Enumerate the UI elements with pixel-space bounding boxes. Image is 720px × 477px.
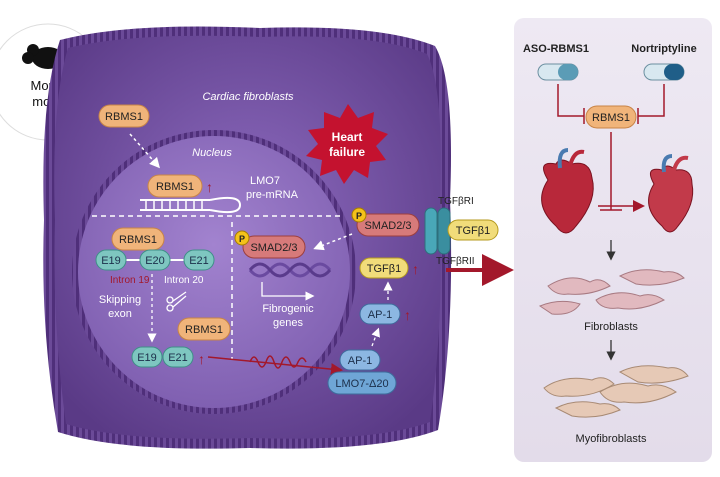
phospho-nuclear-label: P [239,234,245,244]
smad-import-arrow [313,233,353,251]
recovered-heart-icon [648,154,694,233]
ap1-up-arrow: ↑ [404,307,411,323]
myofibroblasts-label: Myofibroblasts [576,433,647,445]
ap1-upper-label: AP-1 [368,309,392,321]
ap1-lower-label: AP-1 [348,355,372,367]
rbms1-lower-label: RBMS1 [185,324,223,336]
rbms1-splicing-label: RBMS1 [119,234,157,246]
fibroblast-cells-icon [538,269,685,315]
tgfb1-up-arrow: ↑ [412,261,419,277]
mrna-wave-icon [249,355,307,369]
smad-membrane: SMAD2/3 P [351,207,420,237]
exon-e21-label: E21 [189,255,209,267]
ap1-lower: AP-1 [339,349,381,371]
fibrogenic-label-line2: genes [273,317,303,329]
smad-membrane-label: SMAD2/3 [364,220,411,232]
spliced-up-arrow: ↑ [198,351,205,367]
phospho-nuclear-icon [234,230,250,246]
therapy-panel [514,18,712,462]
lmo7-d20: LMO7-Δ20 [327,371,397,395]
pre-mrna-label-line2: pre-mRNA [246,189,299,201]
skipping-label-line1: Skipping [99,294,141,306]
phospho-membrane-icon [351,207,367,223]
nucleus-label: Nucleus [192,147,232,159]
rbms1-nuclear-label: RBMS1 [156,181,194,193]
tgfb1-ligand-label: TGFβ1 [456,225,490,237]
complex-to-ap1-arrow [371,327,380,347]
heart-failure-line2: failure [329,145,365,159]
heart-failure-line1: Heart [332,130,363,144]
tgfbr1-label: TGFβRI [438,196,474,207]
transcription-arrow [261,282,315,301]
exon-e19-label: E19 [101,255,121,267]
dna-helix-icon [248,262,332,278]
rbms1-nuclear: RBMS1 [147,174,203,198]
tgfb1-cytoplasm-label: TGFβ1 [367,263,401,275]
scissors-icon [166,291,187,312]
myofibroblast-cells-icon [543,365,689,418]
rbms1-import-arrow [129,133,160,169]
spliced-e19: E19 [131,346,163,368]
rbms1-inhibition [600,132,622,211]
exon-e19: E19 [95,249,127,271]
exon-e20-label: E20 [145,255,165,267]
aso-label: ASO-RBMS1 [523,43,589,55]
rbms1-cytoplasm-label: RBMS1 [105,111,143,123]
failing-heart-icon [541,148,594,234]
tgfb-receptor-complex [424,207,451,255]
spliced-e21-label: E21 [168,352,188,364]
fibroblasts-label: Fibroblasts [584,321,638,333]
intron-20-label: Intron 20 [164,275,204,286]
fibrogenic-label-line1: Fibrogenic [262,303,314,315]
pre-mrna-label-line1: LMO7 [250,175,280,187]
cell-title: Cardiac fibroblasts [202,91,294,103]
inhibition-lines [557,84,665,124]
aso-pill-icon [537,63,579,81]
tgfbr1-shape [424,207,438,255]
exon-e20: E20 [139,249,171,271]
lmo7-d20-label: LMO7-Δ20 [335,378,388,390]
rbms1-lower: RBMS1 [177,317,231,341]
pre-mrna-structure [140,196,242,214]
nortriptyline-label: Nortriptyline [631,43,696,55]
spliced-e19-label: E19 [137,352,157,364]
smad-nuclear: SMAD2/3 P [234,230,306,259]
heart-failure-burst: Heart failure [306,104,388,184]
nortriptyline-pill-icon [643,63,685,81]
tgfb1-cytoplasm: TGFβ1 [359,257,409,279]
exon-e21: E21 [183,249,215,271]
ap1-upper: AP-1 [359,303,401,325]
intron-19-label: Intron 19 [110,275,150,286]
rbms1-cytoplasm: RBMS1 [98,104,150,128]
tgfb1-ligand: TGFβ1 [447,219,499,241]
skipping-label-line2: exon [108,308,132,320]
rbms1-splicing: RBMS1 [111,227,165,251]
rbms1-panel-label: RBMS1 [592,112,630,124]
smad-nuclear-label: SMAD2/3 [250,242,297,254]
rbms1-nuclear-up-arrow: ↑ [206,179,213,195]
rbms1-panel: RBMS1 [585,105,637,129]
spliced-e21: E21 [162,346,194,368]
phospho-membrane-label: P [356,211,362,221]
tgfbr2-label: TGFβRII [436,256,475,267]
